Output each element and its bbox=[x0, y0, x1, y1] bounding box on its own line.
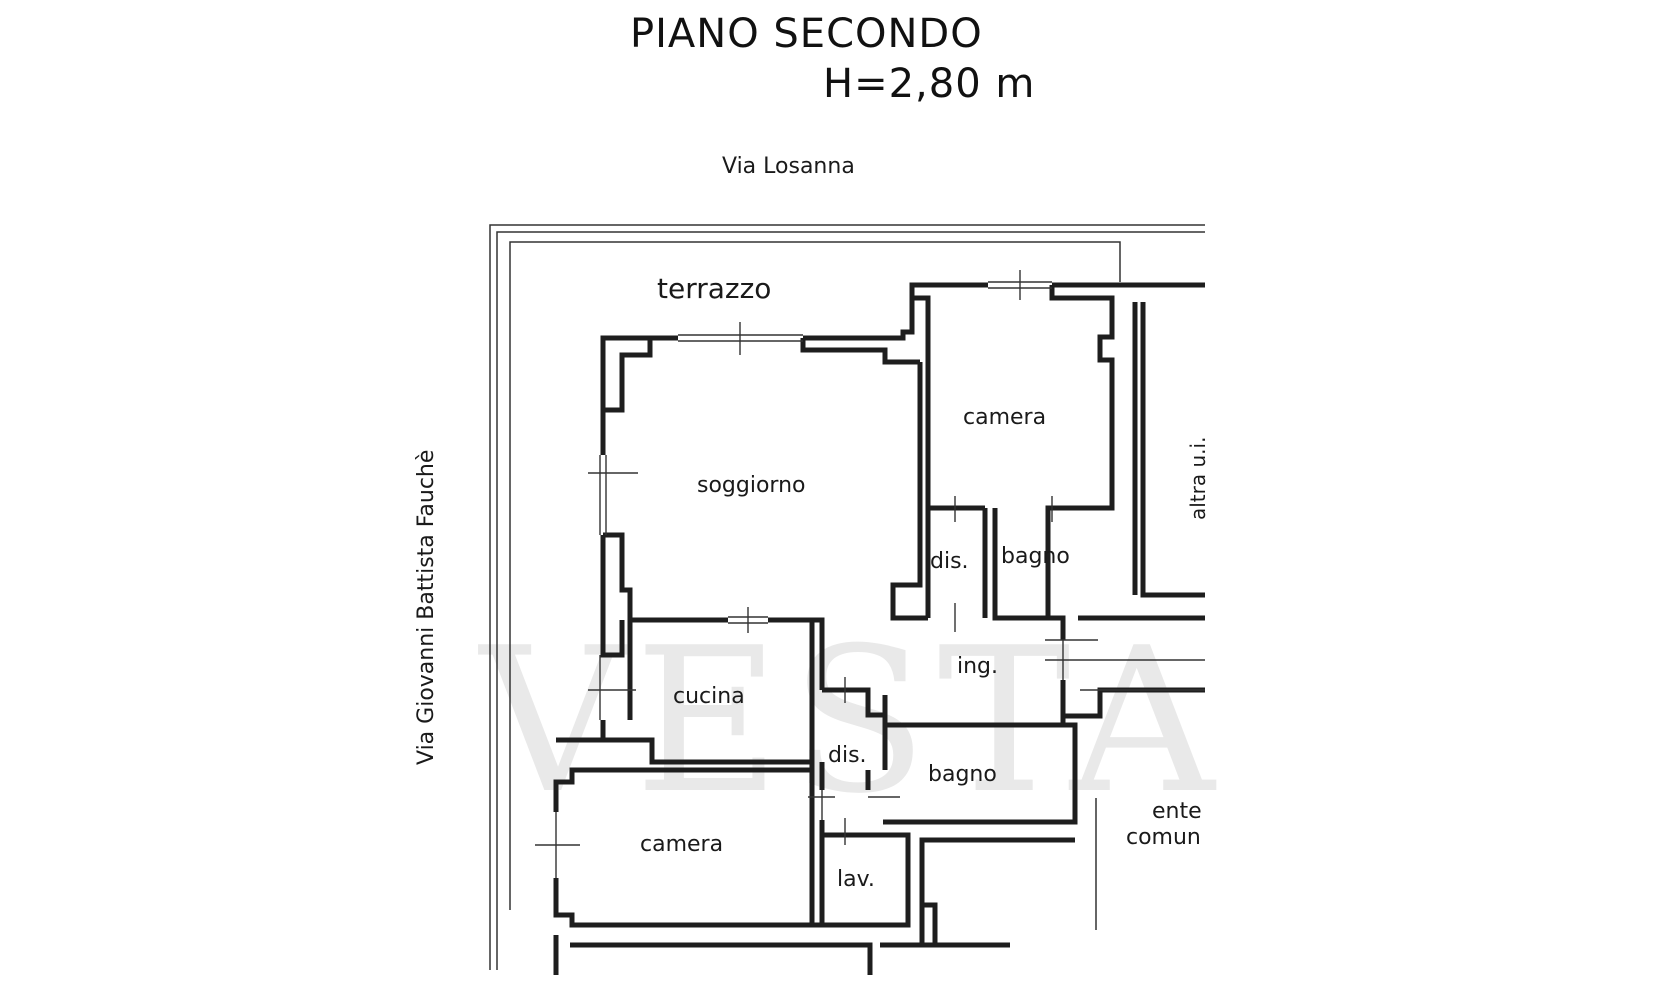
room-terrazzo: terrazzo bbox=[657, 272, 771, 305]
street-top-label: Via Losanna bbox=[722, 154, 855, 179]
room-camera-top: camera bbox=[963, 405, 1046, 430]
room-bagno-bottom: bagno bbox=[928, 762, 997, 787]
room-dis-bottom: dis. bbox=[828, 743, 867, 768]
adjacent-unit-label: altra u.i. bbox=[1186, 437, 1210, 520]
common-area-label-2: comun bbox=[1126, 825, 1201, 850]
street-left-label: Via Giovanni Battista Fauchè bbox=[414, 450, 439, 765]
room-ingresso: ing. bbox=[957, 654, 998, 679]
walls bbox=[553, 282, 1205, 975]
floor-title: PIANO SECONDO bbox=[630, 11, 983, 57]
room-camera-bottom: camera bbox=[640, 832, 723, 857]
room-soggiorno: soggiorno bbox=[697, 473, 806, 498]
common-area-label-1: ente bbox=[1152, 799, 1202, 824]
room-dis-top: dis. bbox=[930, 549, 969, 574]
room-cucina: cucina bbox=[673, 684, 745, 709]
openings bbox=[535, 270, 1205, 878]
room-bagno-top: bagno bbox=[1001, 544, 1070, 569]
watermark: VESTA bbox=[478, 605, 1224, 838]
floor-height: H=2,80 m bbox=[823, 61, 1035, 107]
terrace-outline bbox=[489, 224, 1205, 970]
room-lavanderia: lav. bbox=[837, 867, 875, 892]
